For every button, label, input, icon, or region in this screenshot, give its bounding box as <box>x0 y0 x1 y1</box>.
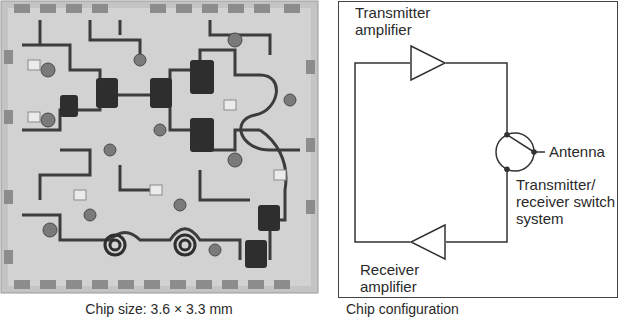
transmitter-amplifier: Transmitter amplifier <box>410 45 446 81</box>
amplifier-symbol <box>411 46 445 80</box>
signal-line <box>355 63 410 242</box>
chip-photo <box>1 1 318 293</box>
capacitors <box>28 60 286 200</box>
via-pads <box>41 33 296 256</box>
switch-contact <box>507 135 534 152</box>
transistors <box>60 60 280 268</box>
switch-circle: Transmitter/ receiver switch system <box>495 132 535 172</box>
switch-symbol <box>496 133 534 171</box>
bond-pads <box>4 4 315 289</box>
node-label: Transmitter amplifier <box>355 4 455 38</box>
node-label: Transmitter/ receiver switch system <box>516 176 616 227</box>
chip-die <box>1 1 318 293</box>
node-label: Receiver amplifier <box>360 261 440 295</box>
terminal-dot <box>504 132 510 138</box>
switch-circle-shape <box>495 132 535 172</box>
figure-caption: Chip size: 3.6 × 3.3 mm <box>0 301 318 318</box>
amplifier-symbol <box>411 225 445 259</box>
terminal-dot <box>531 149 537 155</box>
chip-surface <box>8 8 311 286</box>
signal-line <box>446 170 507 242</box>
configuration-frame <box>339 2 618 298</box>
antenna-label: Antenna <box>549 143 605 160</box>
receiver-amplifier-shape <box>410 224 446 260</box>
spiral-inductors <box>105 235 195 255</box>
figure-caption: Chip configuration <box>346 301 459 318</box>
receiver-amplifier: Receiver amplifier <box>410 224 446 260</box>
transmitter-amplifier-shape <box>410 45 446 81</box>
terminal-dot <box>504 166 510 172</box>
transmission-lines <box>22 20 300 260</box>
signal-line <box>446 63 507 134</box>
